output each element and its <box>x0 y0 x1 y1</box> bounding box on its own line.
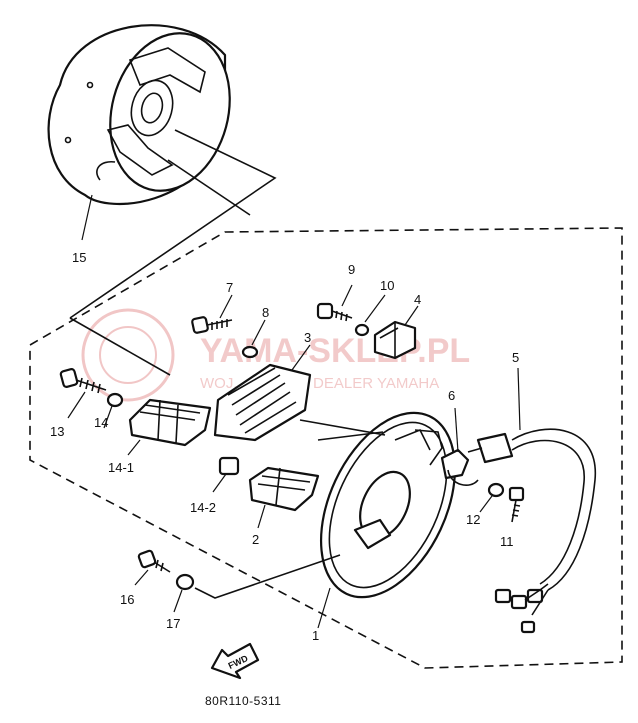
watermark-logo-inner <box>99 326 157 384</box>
callout-6: 6 <box>448 388 455 403</box>
callout-14-2: 14-2 <box>190 500 216 515</box>
callout-7: 7 <box>226 280 233 295</box>
callout-14-1: 14-1 <box>108 460 134 475</box>
part-6-bracket <box>440 448 479 486</box>
part-1-stator-base <box>319 411 457 599</box>
part-14-washer <box>106 392 124 408</box>
callout-17: 17 <box>166 616 180 631</box>
callout-1: 1 <box>312 628 319 643</box>
callout-16: 16 <box>120 592 134 607</box>
diagram-code: 80R110-5311 <box>205 694 281 708</box>
callout-15: 15 <box>72 250 86 265</box>
part-3-source-coil <box>213 363 312 442</box>
part-8-washer <box>241 345 259 359</box>
callout-10: 10 <box>380 278 394 293</box>
part-4-coil <box>373 320 417 360</box>
fwd-arrow-icon: FWD <box>210 642 260 680</box>
callout-8: 8 <box>262 305 269 320</box>
callout-12: 12 <box>466 512 480 527</box>
part-15-flywheel-rotor <box>47 24 231 206</box>
part-9-screw <box>316 302 353 322</box>
callout-4: 4 <box>414 292 421 307</box>
callout-2: 2 <box>252 532 259 547</box>
part-5-wire-harness <box>467 428 596 634</box>
part-14-1-pickup-coil <box>128 398 212 447</box>
callout-5: 5 <box>512 350 519 365</box>
part-7-screw <box>191 316 233 334</box>
callout-13: 13 <box>50 424 64 439</box>
part-10-nut <box>354 323 370 337</box>
watermark-main-text: YAMA-SKLEP.PL <box>200 332 470 370</box>
callout-9: 9 <box>348 262 355 277</box>
part-14-2-spacer <box>218 456 240 476</box>
part-12-washer <box>487 482 505 498</box>
assembly-outline <box>29 227 623 669</box>
callout-3: 3 <box>304 330 311 345</box>
part-17-nut <box>175 573 195 591</box>
watermark-logo-ring <box>81 308 175 402</box>
part-2-charging-coil <box>248 466 320 512</box>
callout-14: 14 <box>94 415 108 430</box>
part-13-bolt <box>59 368 107 394</box>
part-11-screw <box>508 486 525 523</box>
callout-11: 11 <box>500 534 514 549</box>
part-16-screw <box>137 549 171 573</box>
